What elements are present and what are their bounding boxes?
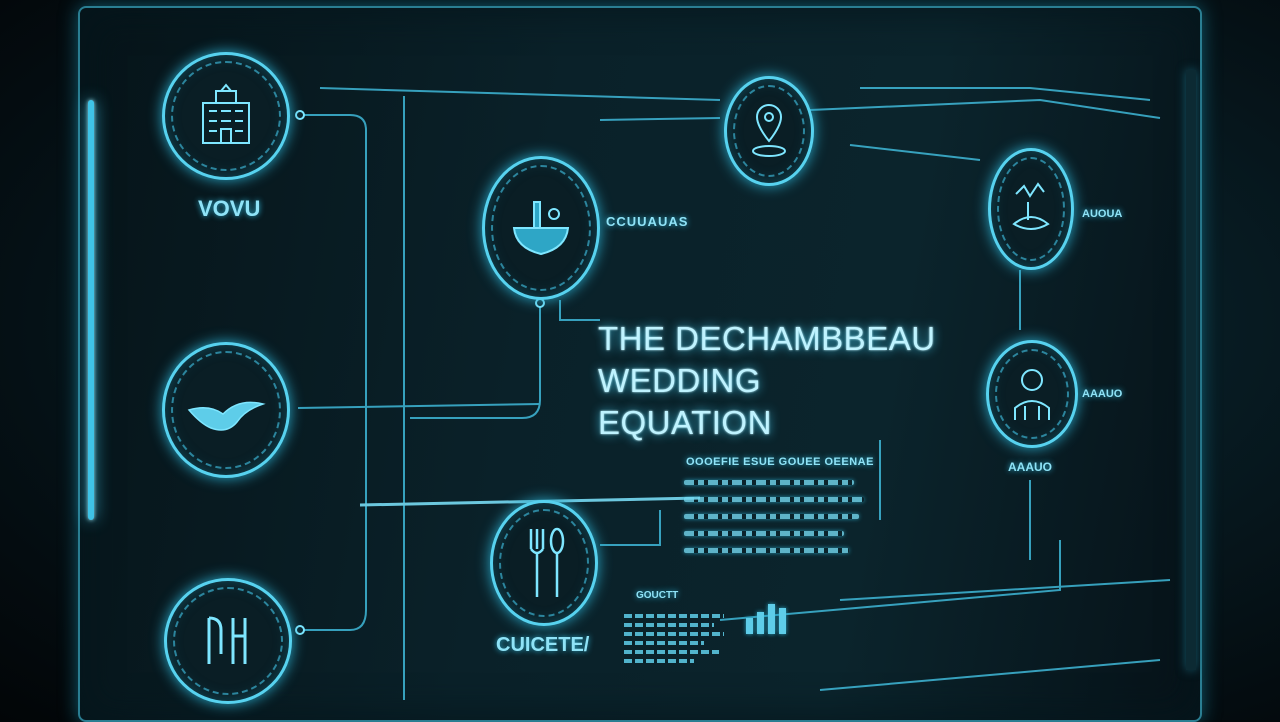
location-node[interactable] xyxy=(724,76,814,186)
mini-table-row xyxy=(624,623,714,627)
building-icon xyxy=(202,83,250,144)
text-block xyxy=(684,480,884,565)
bird-node[interactable] xyxy=(162,342,290,478)
panel-edge-glow xyxy=(88,100,94,520)
guest-label: AAAUO xyxy=(1082,388,1123,400)
mini-bar xyxy=(746,618,753,634)
cuisine-node[interactable] xyxy=(482,156,600,300)
music-node[interactable] xyxy=(164,578,292,704)
title-line-1: THE DECHAMBBEAU xyxy=(598,320,936,357)
mini-bar xyxy=(768,604,775,634)
music-icon xyxy=(207,616,247,664)
guest-sublabel: AAAUO xyxy=(1008,460,1052,474)
venue-label: VOVU xyxy=(198,196,261,221)
text-line xyxy=(684,497,864,502)
mini-table-row xyxy=(624,614,724,618)
text-line xyxy=(684,531,844,536)
bird-icon xyxy=(187,401,266,431)
text-line xyxy=(684,514,859,519)
mini-table-row xyxy=(624,650,719,654)
fork-spoon-icon xyxy=(529,527,565,597)
mini-table-row xyxy=(624,659,694,663)
cuisine-label: CCUUAUAS xyxy=(606,214,689,229)
mini-table xyxy=(624,614,724,668)
main-title: THE DECHAMBBEAU WEDDING EQUATION xyxy=(598,318,938,444)
catering-node[interactable] xyxy=(490,500,598,626)
text-block-heading: OOOEFIE ESUE GOUEE OEENAE xyxy=(686,456,874,468)
text-line xyxy=(684,548,849,553)
mini-table-row xyxy=(624,632,724,636)
decor-icon xyxy=(1012,182,1050,230)
mini-bar xyxy=(779,608,786,634)
mini-bar xyxy=(757,612,764,634)
venue-node[interactable] xyxy=(162,52,290,180)
guest-node[interactable] xyxy=(986,340,1078,448)
cake-icon xyxy=(512,201,570,256)
decor-node[interactable] xyxy=(988,148,1074,270)
title-line-2: WEDDING EQUATION xyxy=(598,362,772,441)
mini-table-row xyxy=(624,641,704,645)
decor-label: AUOUA xyxy=(1082,208,1123,220)
mini-bar-chart xyxy=(746,604,786,634)
chart-label: GOUCTT xyxy=(636,590,679,601)
panel-right-rail xyxy=(1186,70,1196,670)
text-line xyxy=(684,480,854,485)
catering-label: CUICETE/ xyxy=(496,634,590,656)
location-pin-icon xyxy=(752,103,786,157)
person-icon xyxy=(1014,369,1050,420)
